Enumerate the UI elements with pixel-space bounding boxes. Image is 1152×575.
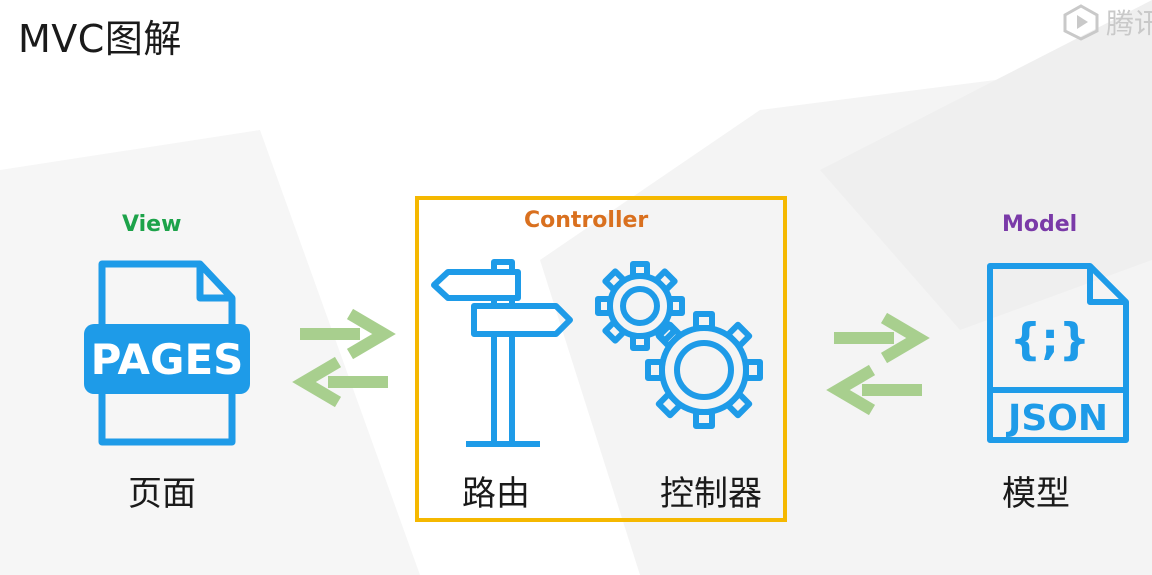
model-caption: 模型 <box>1002 474 1070 514</box>
router-caption: 路由 <box>462 474 530 514</box>
json-document-icon: {;} JSON <box>987 263 1129 443</box>
gears-icon <box>595 261 763 429</box>
pages-badge-text: PAGES <box>91 335 244 384</box>
controller-model-arrows <box>826 312 930 416</box>
page-title: MVC图解 <box>18 17 182 61</box>
json-braces-text: {;} <box>1010 314 1090 365</box>
json-badge-text: JSON <box>1005 398 1108 439</box>
view-role-label: View <box>122 212 182 237</box>
controller-caption: 控制器 <box>660 474 762 514</box>
pages-document-icon: PAGES <box>84 260 250 446</box>
view-controller-arrows <box>292 308 396 408</box>
video-play-icon <box>1063 4 1099 41</box>
controller-role-label: Controller <box>524 208 649 233</box>
model-role-label: Model <box>1002 212 1078 237</box>
view-caption: 页面 <box>128 474 196 514</box>
watermark: 腾讯 <box>1062 2 1152 42</box>
signpost-icon <box>431 259 573 447</box>
watermark-text: 腾讯 <box>1106 7 1152 40</box>
controller-box <box>415 196 787 522</box>
